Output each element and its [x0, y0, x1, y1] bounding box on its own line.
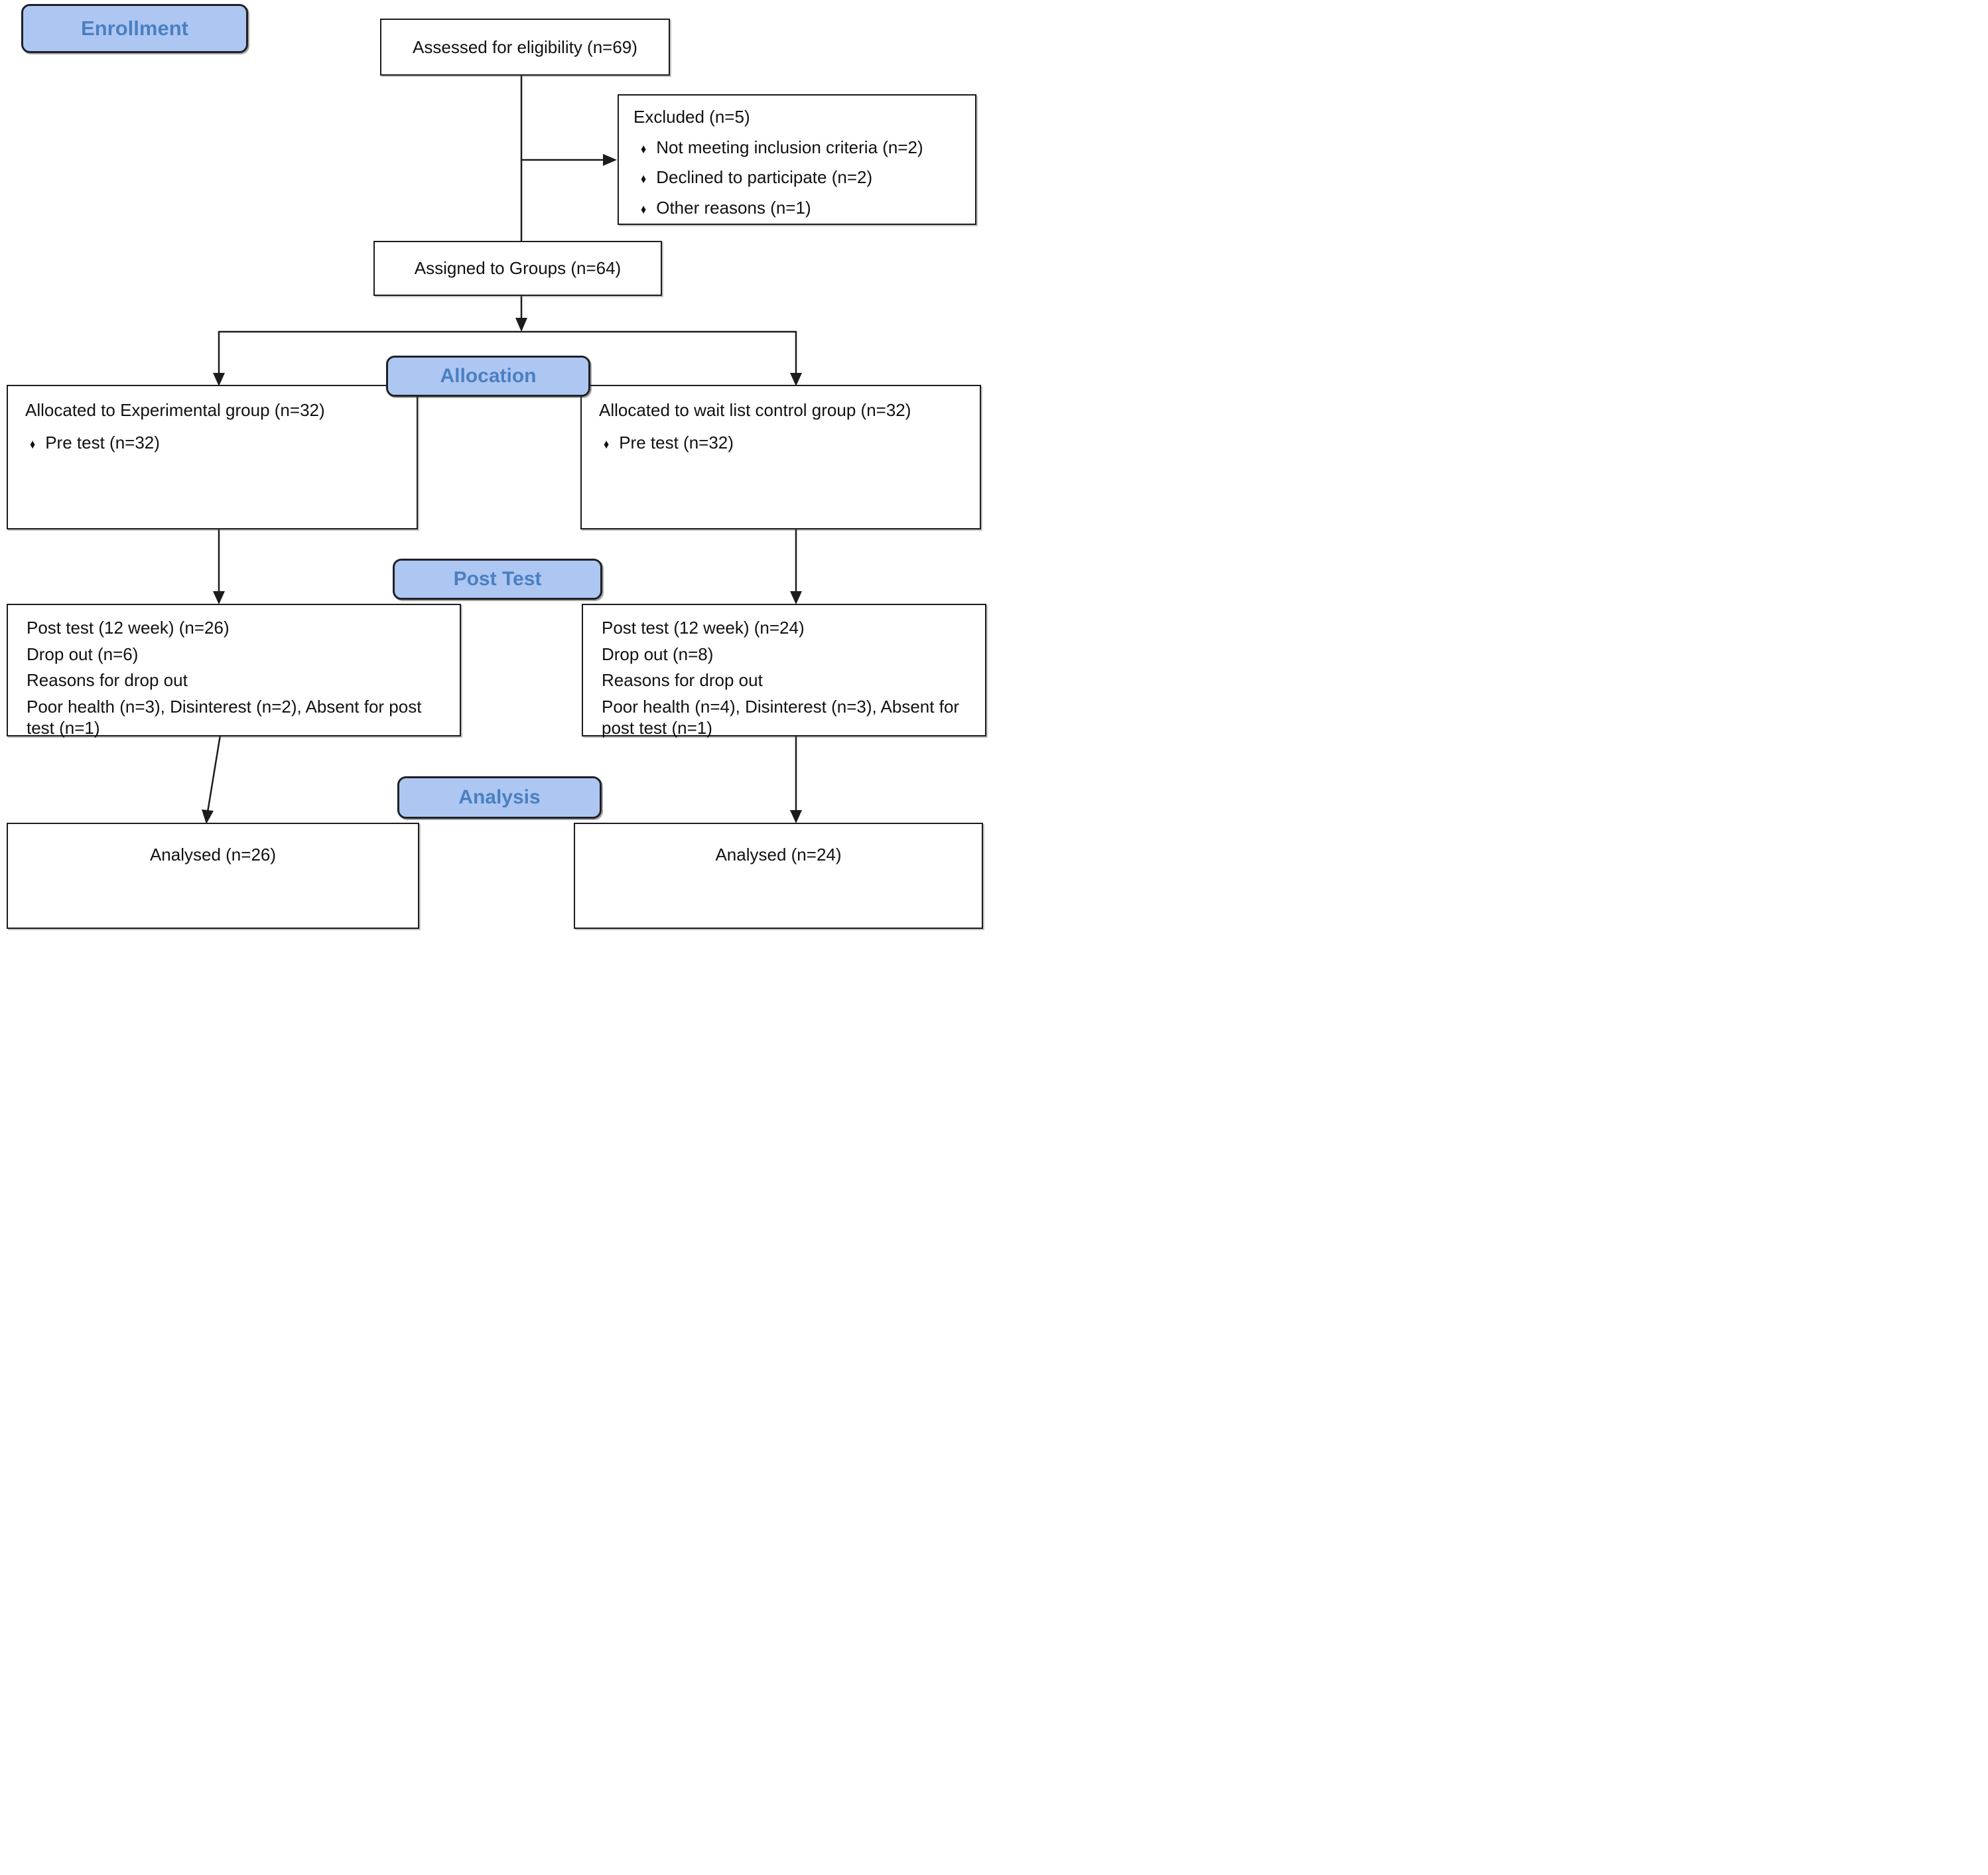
allocation-experimental-item: ♦ Pre test (n=32) [25, 432, 399, 454]
excluded-item-text: Other reasons (n=1) [656, 197, 811, 218]
stage-badge-allocation-label: Allocation [440, 365, 537, 387]
excluded-item: ♦ Other reasons (n=1) [633, 197, 961, 219]
excluded-item: ♦ Not meeting inclusion criteria (n=2) [633, 137, 961, 159]
diamond-bullet-icon: ♦ [641, 202, 647, 217]
allocation-control-title: Allocated to wait list control group (n=… [599, 400, 911, 420]
arrowhead-down-icon [790, 373, 802, 386]
arrowhead-down-icon [213, 373, 225, 386]
post-test-line: Drop out (n=8) [602, 644, 714, 664]
diamond-bullet-icon: ♦ [641, 141, 647, 157]
allocation-control-item: ♦ Pre test (n=32) [599, 432, 962, 454]
analysed-experimental-text: Analysed (n=26) [149, 845, 277, 865]
diamond-bullet-icon: ♦ [30, 437, 36, 452]
arrowhead-down-icon [202, 809, 214, 824]
excluded-box: Excluded (n=5) ♦ Not meeting inclusion c… [618, 94, 976, 225]
stage-badge-enrollment: Enrollment [21, 4, 248, 53]
allocation-experimental-item-text: Pre test (n=32) [45, 432, 160, 452]
stage-badge-analysis: Analysis [397, 776, 602, 819]
excluded-item-text: Declined to participate (n=2) [656, 167, 873, 187]
connector-lines [202, 74, 802, 824]
stage-badge-enrollment-label: Enrollment [81, 17, 188, 40]
excluded-box-title: Excluded (n=5) [633, 107, 750, 127]
allocation-control-box: Allocated to wait list control group (n=… [580, 385, 981, 529]
post-test-line: Reasons for drop out [602, 670, 763, 690]
analysed-experimental-box: Analysed (n=26) [7, 823, 419, 929]
arrowhead-down-icon [790, 810, 802, 823]
post-test-line: Reasons for drop out [27, 670, 188, 690]
assessed-box: Assessed for eligibility (n=69) [380, 19, 670, 76]
arrowhead-down-icon [515, 318, 527, 332]
arrowhead-down-icon [213, 591, 225, 604]
stage-badge-post-test: Post Test [393, 559, 602, 600]
allocation-experimental-box: Allocated to Experimental group (n=32) ♦… [7, 385, 418, 529]
excluded-item-text: Not meeting inclusion criteria (n=2) [656, 137, 923, 157]
analysed-control-text: Analysed (n=24) [715, 845, 842, 865]
allocation-experimental-title: Allocated to Experimental group (n=32) [25, 400, 325, 420]
flow-lines [206, 74, 797, 813]
diamond-bullet-icon: ♦ [641, 172, 647, 186]
post-test-line: Drop out (n=6) [27, 644, 139, 664]
arrowhead-down-icon [790, 591, 802, 604]
stage-badge-post-test-label: Post Test [453, 568, 542, 590]
post-test-control-box: Post test (12 week) (n=24) Drop out (n=8… [582, 604, 986, 738]
post-test-experimental-box: Post test (12 week) (n=26) Drop out (n=6… [7, 604, 461, 738]
assessed-box-text: Assessed for eligibility (n=69) [413, 36, 637, 57]
allocation-control-item-text: Pre test (n=32) [619, 432, 734, 452]
stage-badge-analysis-label: Analysis [458, 786, 541, 808]
post-test-line: Poor health (n=4), Disinterest (n=3), Ab… [602, 696, 960, 738]
excluded-item: ♦ Declined to participate (n=2) [633, 167, 961, 188]
post-test-line: Post test (12 week) (n=24) [602, 618, 805, 638]
assigned-box-text: Assigned to Groups (n=64) [414, 258, 622, 279]
diamond-bullet-icon: ♦ [604, 437, 610, 452]
stage-badge-allocation: Allocation [386, 356, 590, 397]
assigned-box: Assigned to Groups (n=64) [373, 241, 662, 296]
analysed-control-box: Analysed (n=24) [574, 823, 983, 929]
arrowhead-icons [202, 154, 802, 824]
post-test-line: Poor health (n=3), Disinterest (n=2), Ab… [27, 696, 422, 738]
consort-flow-diagram: Enrollment Allocation Post Test Analysis… [0, 0, 994, 938]
arrowhead-right-icon [603, 154, 617, 166]
post-test-line: Post test (12 week) (n=26) [27, 618, 230, 638]
